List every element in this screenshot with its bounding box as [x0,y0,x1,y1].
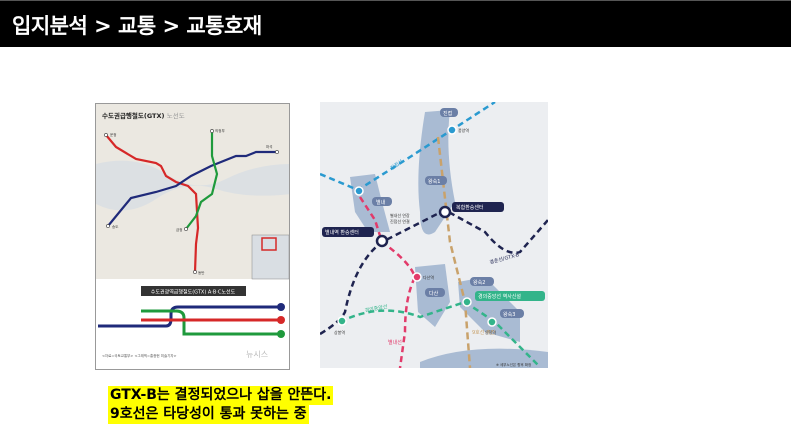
svg-text:동탄: 동탄 [198,270,205,275]
svg-text:수도권급행철도(GTX) 노선도: 수도권급행철도(GTX) 노선도 [102,111,185,120]
svg-text:상봉역: 상봉역 [334,329,345,335]
svg-text:양정역: 양정역 [485,329,496,335]
local-transport-map: 진접 왕숙1 별내 복합환승센터 별내역 환승센터 다산 왕숙2 경의중앙선 역… [320,102,548,368]
svg-text:진접: 진접 [443,110,452,117]
svg-text:9호선 추진: 9호선 추진 [472,329,496,336]
svg-text:풍양역: 풍양역 [458,127,469,133]
page-header: 입지분석 > 교통 > 교통호재 [0,0,791,47]
svg-text:별내선 연장: 별내선 연장 [390,212,410,218]
svg-text:금정: 금정 [176,227,182,232]
svg-text:다산: 다산 [429,290,439,297]
svg-text:복합환승센터: 복합환승센터 [456,204,484,211]
svg-text:경춘선/GTX-B: 경춘선/GTX-B [489,251,521,266]
svg-text:수도권광역급행철도(GTX) A·B·C노선도: 수도권광역급행철도(GTX) A·B·C노선도 [151,289,236,296]
svg-text:<자료=국토교통부> <그래픽=홍종현 미술기자>: <자료=국토교통부> <그래픽=홍종현 미술기자> [102,353,177,358]
svg-text:왕숙2: 왕숙2 [473,279,485,286]
svg-text:송도: 송도 [112,224,119,229]
caption-line-2: 9호선은 타당성이 통과 못하는 중 [108,405,309,424]
svg-text:왕숙1: 왕숙1 [428,178,440,185]
caption-line-1: GTX-B는 결정되었으나 삽을 안뜬다. [108,386,334,405]
page-title: 입지분석 > 교통 > 교통호재 [12,14,262,38]
svg-text:다산역: 다산역 [423,274,434,280]
svg-text:별내: 별내 [376,199,386,206]
svg-text:경의중앙선 역사신설: 경의중앙선 역사신설 [478,293,521,300]
svg-text:경의중앙선: 경의중앙선 [364,303,388,314]
svg-text:뉴시스: 뉴시스 [246,350,268,359]
svg-text:마석: 마석 [266,144,272,149]
svg-text:진접선: 진접선 [389,158,405,172]
caption: GTX-B는 결정되었으나 삽을 안뜬다. 9호선은 타당성이 통과 못하는 중 [108,386,334,424]
gtx-route-map: 수도권급행철도(GTX) 노선도 운정 동탄 송도 마석 의정부 금정 수도권광… [95,103,290,370]
svg-text:진접선 연결: 진접선 연결 [390,218,410,224]
svg-text:의정부: 의정부 [215,128,225,133]
svg-text:※ 세부노선은 향후 확정: ※ 세부노선은 향후 확정 [496,362,531,367]
svg-text:별내선: 별내선 [388,339,402,346]
svg-text:왕숙3: 왕숙3 [503,311,515,318]
svg-text:운정: 운정 [110,132,116,137]
svg-text:별내역 환승센터: 별내역 환승센터 [325,229,359,236]
